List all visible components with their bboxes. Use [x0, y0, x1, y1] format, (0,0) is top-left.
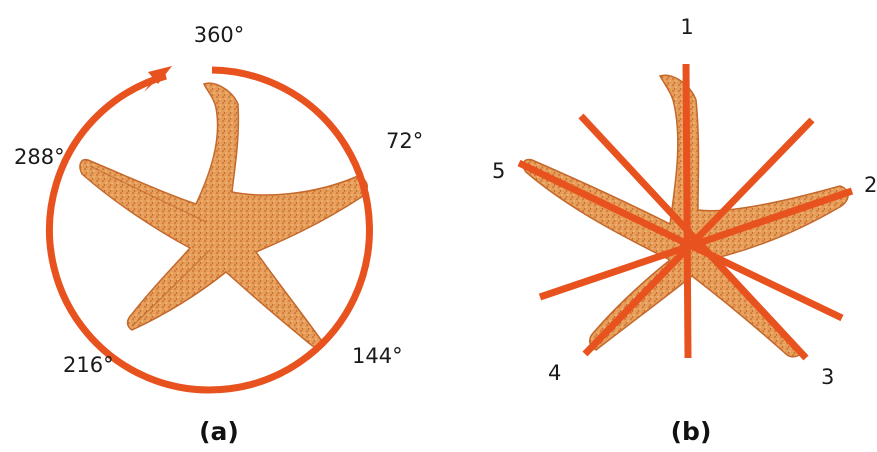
angle-label-360: 360° — [194, 23, 245, 47]
axis-label-5: 5 — [492, 159, 505, 183]
angle-label-288: 288° — [14, 145, 65, 169]
symmetry-axes — [519, 64, 852, 358]
panel-b: 1 2 3 4 5 (b) — [492, 15, 877, 446]
panel-label-b: (b) — [671, 417, 712, 446]
axis-label-4: 4 — [548, 361, 561, 385]
axis-label-1: 1 — [680, 15, 693, 39]
angle-label-72: 72° — [386, 129, 423, 153]
axis-label-3: 3 — [821, 365, 834, 389]
angle-label-144: 144° — [352, 344, 403, 368]
angle-label-216: 216° — [63, 353, 114, 377]
symmetry-axis-1 — [686, 64, 688, 358]
panel-a: 360° 72° 144° 216° 288° (a) — [14, 23, 423, 446]
axis-label-2: 2 — [864, 173, 877, 197]
panel-label-a: (a) — [199, 417, 239, 446]
